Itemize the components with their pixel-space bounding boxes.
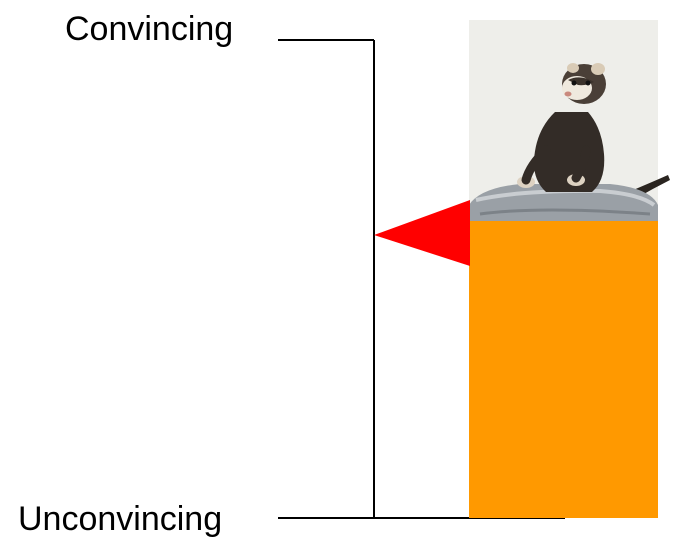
scale-top-label: Convincing	[65, 10, 234, 48]
scale-bottom-label: Unconvincing	[18, 500, 223, 538]
red-pointer	[374, 200, 470, 266]
ferret-photo	[469, 20, 670, 221]
orange-overlay	[469, 221, 658, 518]
